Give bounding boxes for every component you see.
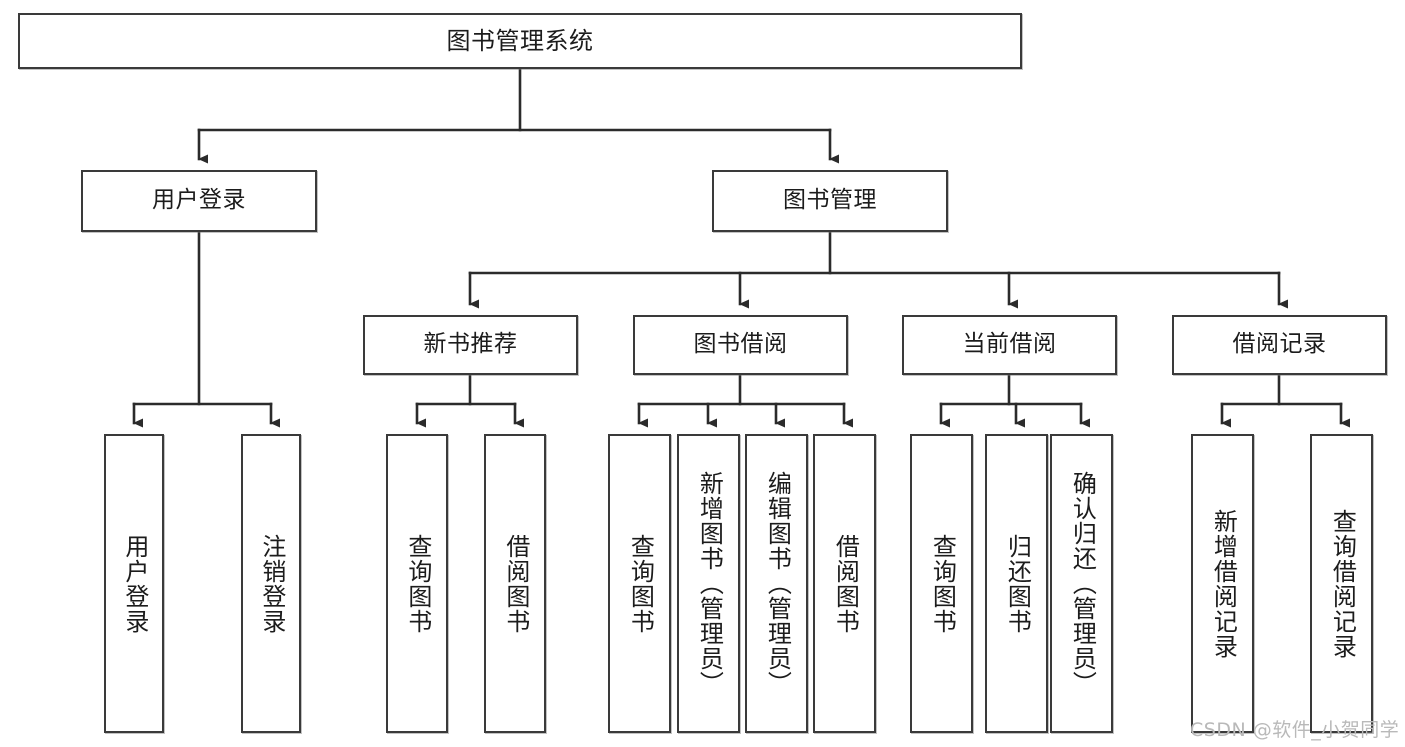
node-leaf-query-record-label: 查询借阅记录: [1328, 508, 1357, 659]
node-leaf-add-record-label: 新增借阅记录: [1209, 508, 1238, 659]
node-borrow-record-label: 借阅记录: [1232, 331, 1327, 358]
node-leaf-return-book[interactable]: 归还图书: [985, 434, 1048, 733]
node-leaf-borrow-book-rec-label: 借阅图书: [501, 533, 530, 634]
node-leaf-user-login[interactable]: 用户登录: [104, 434, 164, 733]
node-user-login[interactable]: 用户登录: [81, 170, 317, 232]
node-borrow-record[interactable]: 借阅记录: [1172, 315, 1387, 375]
node-root-label: 图书管理系统: [446, 26, 594, 55]
connector-group-current-borrow: [939, 373, 1090, 428]
connector-group-book-borrow: [637, 373, 853, 428]
node-leaf-add-book[interactable]: 新增图书（管理员）: [677, 434, 740, 733]
node-leaf-query-book-cur-label: 查询图书: [928, 533, 957, 634]
node-leaf-query-book-cur[interactable]: 查询图书: [910, 434, 973, 733]
node-book-manage[interactable]: 图书管理: [712, 170, 948, 232]
node-leaf-logout-login-label: 注销登录: [257, 533, 286, 634]
node-leaf-logout-login[interactable]: 注销登录: [241, 434, 301, 733]
connector-group-root: [197, 67, 839, 164]
node-leaf-confirm-return[interactable]: 确认归还（管理员）: [1050, 434, 1113, 733]
node-leaf-add-record[interactable]: 新增借阅记录: [1191, 434, 1254, 733]
node-new-book-recommend-label: 新书推荐: [423, 331, 518, 358]
connector-group-borrow-record: [1220, 373, 1350, 428]
node-current-borrow-label: 当前借阅: [962, 331, 1057, 358]
node-current-borrow[interactable]: 当前借阅: [902, 315, 1117, 375]
node-leaf-borrow-book-label: 借阅图书: [831, 533, 860, 634]
node-leaf-edit-book[interactable]: 编辑图书（管理员）: [745, 434, 808, 733]
node-leaf-edit-book-label: 编辑图书（管理员）: [763, 471, 792, 696]
node-new-book-recommend[interactable]: 新书推荐: [363, 315, 578, 375]
connector-group-user-login: [132, 230, 280, 428]
node-leaf-confirm-return-label: 确认归还（管理员）: [1068, 471, 1097, 696]
node-leaf-query-record[interactable]: 查询借阅记录: [1310, 434, 1373, 733]
node-book-borrow-label: 图书借阅: [693, 331, 788, 358]
node-leaf-query-book-borrow-label: 查询图书: [626, 533, 655, 634]
node-book-manage-label: 图书管理: [783, 187, 877, 214]
node-leaf-return-book-label: 归还图书: [1003, 533, 1032, 634]
node-leaf-borrow-book-rec[interactable]: 借阅图书: [484, 434, 546, 733]
connector-group-new-book-recommend: [415, 373, 524, 428]
connector-group-book-manage: [468, 230, 1288, 309]
node-leaf-query-book-borrow[interactable]: 查询图书: [608, 434, 671, 733]
node-book-borrow[interactable]: 图书借阅: [633, 315, 848, 375]
node-leaf-user-login-label: 用户登录: [120, 533, 149, 634]
node-leaf-query-book-rec-label: 查询图书: [403, 533, 432, 634]
node-leaf-borrow-book[interactable]: 借阅图书: [813, 434, 876, 733]
node-leaf-query-book-rec[interactable]: 查询图书: [386, 434, 448, 733]
node-leaf-add-book-label: 新增图书（管理员）: [695, 471, 724, 696]
node-root[interactable]: 图书管理系统: [18, 13, 1022, 69]
node-user-login-label: 用户登录: [152, 187, 246, 214]
